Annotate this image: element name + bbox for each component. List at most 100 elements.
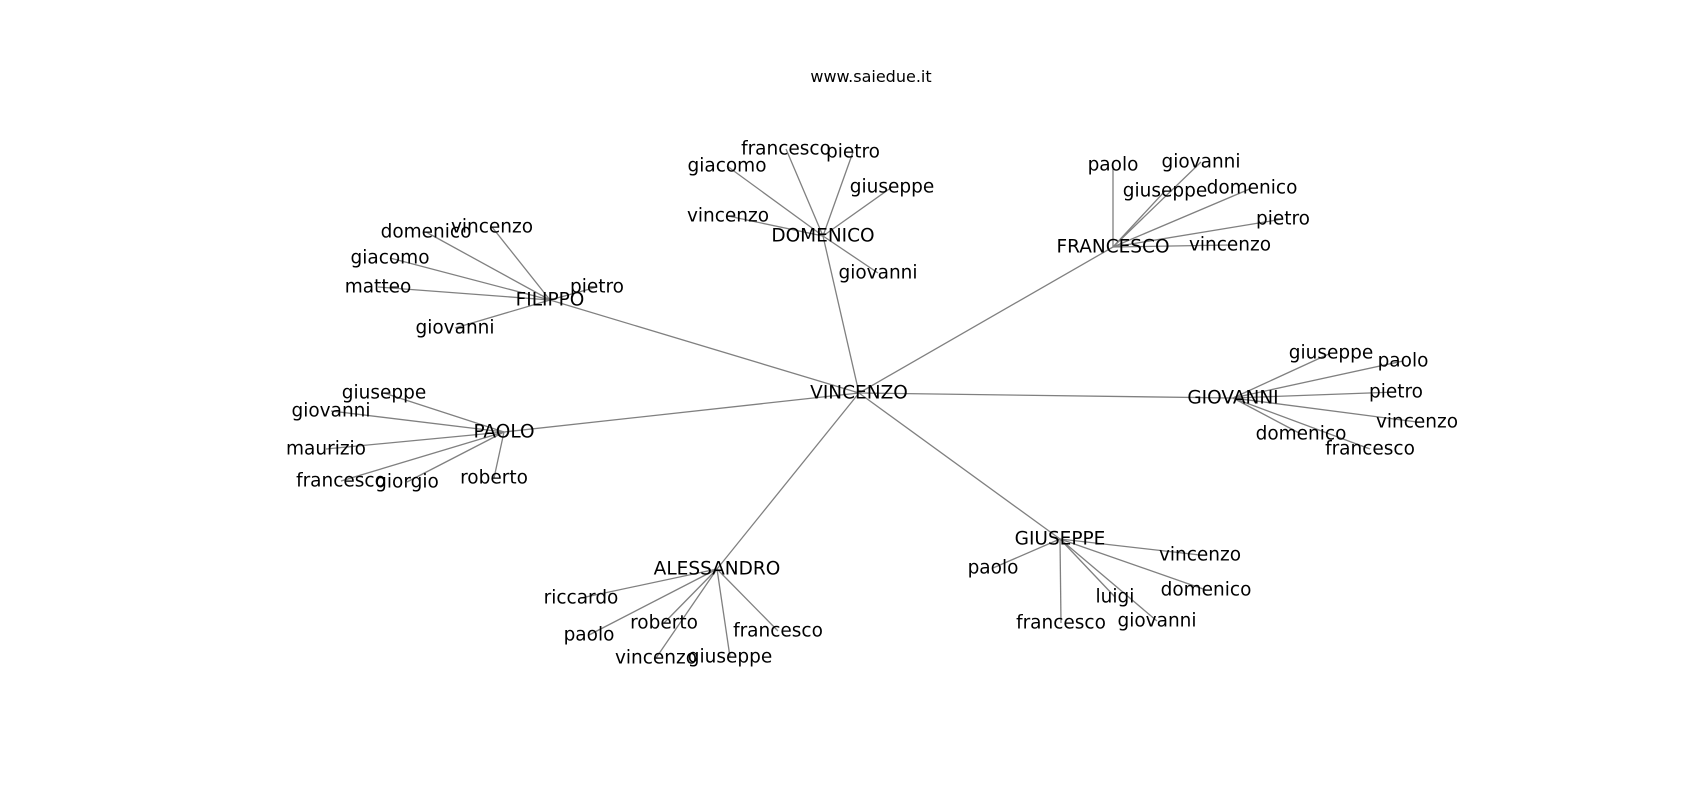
edge-domenico-giacomo (726, 165, 824, 237)
hub-node-label-domenico: DOMENICO (771, 226, 874, 247)
edge-filippo-domenico (425, 231, 551, 301)
leaf-node-label-paolo-maurizio: maurizio (286, 439, 366, 460)
edge-filippo-pietro (549, 286, 598, 301)
leaf-node-label-giovanni-vincenzo: vincenzo (1376, 412, 1458, 433)
edge-giuseppe-vincenzo (1059, 538, 1201, 556)
leaf-node-label-paolo-roberto: roberto (460, 468, 528, 489)
edge-giovanni-vincenzo (1232, 397, 1418, 423)
hub-node-label-francesco: FRANCESCO (1056, 237, 1169, 258)
leaf-node-label-domenico-giuseppe: giuseppe (850, 177, 935, 198)
leaf-node-label-filippo-giacomo: giacomo (350, 248, 429, 269)
edge-root-filippo (549, 299, 860, 394)
leaf-node-label-giovanni-paolo: paolo (1378, 351, 1429, 372)
leaf-node-label-alessandro-giuseppe: giuseppe (688, 647, 773, 668)
root-node-label: VINCENZO (810, 383, 908, 404)
edge-root-paolo (503, 392, 860, 433)
leaf-node-label-filippo-matteo: matteo (345, 277, 412, 298)
leaf-node-label-francesco-giuseppe: giuseppe (1123, 181, 1208, 202)
leaf-node-label-alessandro-roberto: roberto (630, 613, 698, 634)
edge-filippo-giacomo (389, 257, 551, 301)
edge-paolo-roberto (493, 431, 505, 479)
leaf-node-label-paolo-francesco: francesco (296, 471, 386, 492)
leaf-node-label-giuseppe-giovanni: giovanni (1117, 611, 1196, 632)
leaf-node-label-francesco-giovanni: giovanni (1161, 152, 1240, 173)
edge-giovanni-pietro (1232, 391, 1397, 399)
edge-alessandro-riccardo (580, 568, 718, 599)
leaf-node-label-paolo-giorgio: giorgio (375, 472, 439, 493)
leaf-node-label-domenico-pietro: pietro (826, 142, 880, 163)
leaf-node-label-alessandro-paolo: paolo (564, 625, 615, 646)
leaf-node-label-giuseppe-francesco: francesco (1016, 613, 1106, 634)
leaf-node-label-francesco-vincenzo: vincenzo (1189, 235, 1271, 256)
edge-paolo-giorgio (406, 431, 505, 483)
site-title: www.saiedue.it (810, 67, 931, 86)
leaf-node-label-alessandro-riccardo: riccardo (544, 588, 619, 609)
leaf-node-label-domenico-giacomo: giacomo (687, 156, 766, 177)
edge-giuseppe-paolo (992, 538, 1061, 569)
leaf-node-label-domenico-vincenzo: vincenzo (687, 206, 769, 227)
hub-node-label-filippo: FILIPPO (516, 290, 585, 311)
edge-giuseppe-domenico (1059, 538, 1207, 591)
leaf-node-label-alessandro-vincenzo: vincenzo (615, 648, 697, 669)
leaf-node-label-francesco-pietro: pietro (1256, 209, 1310, 230)
edge-root-francesco (858, 246, 1114, 394)
hub-node-label-giuseppe: GIUSEPPE (1015, 529, 1106, 550)
edge-giuseppe-luigi (1059, 538, 1116, 598)
leaf-node-label-francesco-paolo: paolo (1088, 155, 1139, 176)
edge-giovanni-francesco (1232, 397, 1371, 450)
leaf-node-label-giuseppe-domenico: domenico (1161, 580, 1252, 601)
edge-francesco-giovanni (1112, 161, 1202, 248)
leaf-node-label-giovanni-domenico: domenico (1256, 424, 1347, 445)
edge-filippo-matteo (377, 286, 551, 301)
leaf-node-label-paolo-giuseppe: giuseppe (342, 383, 427, 404)
leaf-node-label-francesco-domenico: domenico (1207, 178, 1298, 199)
edge-alessandro-vincenzo (655, 568, 718, 659)
leaf-node-label-domenico-francesco: francesco (741, 139, 831, 160)
edge-alessandro-francesco (716, 568, 779, 632)
edge-root-alessandro (716, 392, 860, 570)
edges-layer (325, 148, 1418, 659)
edge-francesco-pietro (1112, 218, 1284, 248)
leaf-node-label-giuseppe-vincenzo: vincenzo (1159, 545, 1241, 566)
hub-node-label-giovanni: GIOVANNI (1187, 388, 1278, 409)
leaf-node-label-giuseppe-luigi: luigi (1096, 587, 1135, 608)
edge-root-giovanni (858, 392, 1234, 399)
edge-paolo-francesco (340, 431, 505, 482)
leaf-node-label-filippo-domenico: domenico (381, 222, 472, 243)
edge-domenico-giovanni (822, 235, 879, 274)
edge-paolo-giovanni (330, 410, 505, 433)
edge-filippo-vincenzo (491, 226, 551, 301)
edge-giovanni-paolo (1232, 360, 1404, 399)
edge-alessandro-roberto (663, 568, 718, 624)
leaf-node-label-giovanni-pietro: pietro (1369, 382, 1423, 403)
edge-alessandro-giuseppe (716, 568, 731, 658)
edge-root-domenico (822, 235, 860, 394)
leaf-node-label-giovanni-francesco: francesco (1325, 439, 1415, 460)
edge-domenico-pietro (822, 151, 854, 237)
leaf-node-label-giuseppe-paolo: paolo (968, 558, 1019, 579)
edge-domenico-giuseppe (822, 186, 893, 237)
edge-root-giuseppe (858, 392, 1061, 540)
edge-francesco-domenico (1112, 187, 1253, 248)
leaf-node-label-filippo-pietro: pietro (570, 277, 624, 298)
edge-giovanni-domenico (1232, 397, 1302, 435)
edge-filippo-giovanni (454, 299, 551, 329)
edge-domenico-vincenzo (727, 215, 824, 237)
leaf-node-label-domenico-giovanni: giovanni (838, 263, 917, 284)
edge-paolo-giuseppe (383, 392, 505, 433)
edge-alessandro-paolo (588, 568, 718, 636)
edge-giovanni-giuseppe (1232, 352, 1332, 399)
edge-giuseppe-francesco (1059, 538, 1062, 624)
edge-francesco-giuseppe (1112, 190, 1166, 248)
edge-giuseppe-giovanni (1059, 538, 1158, 622)
leaf-node-label-filippo-giovanni: giovanni (415, 318, 494, 339)
edge-domenico-francesco (785, 148, 824, 237)
hub-node-label-alessandro: ALESSANDRO (654, 559, 781, 580)
edge-paolo-maurizio (325, 431, 505, 450)
hub-node-label-paolo: PAOLO (473, 422, 534, 443)
leaf-node-label-giovanni-giuseppe: giuseppe (1289, 343, 1374, 364)
labels-layer: VINCENZODOMENICOfrancescopietrogiacomogi… (286, 139, 1458, 669)
leaf-node-label-filippo-vincenzo: vincenzo (451, 217, 533, 238)
leaf-node-label-alessandro-francesco: francesco (733, 621, 823, 642)
